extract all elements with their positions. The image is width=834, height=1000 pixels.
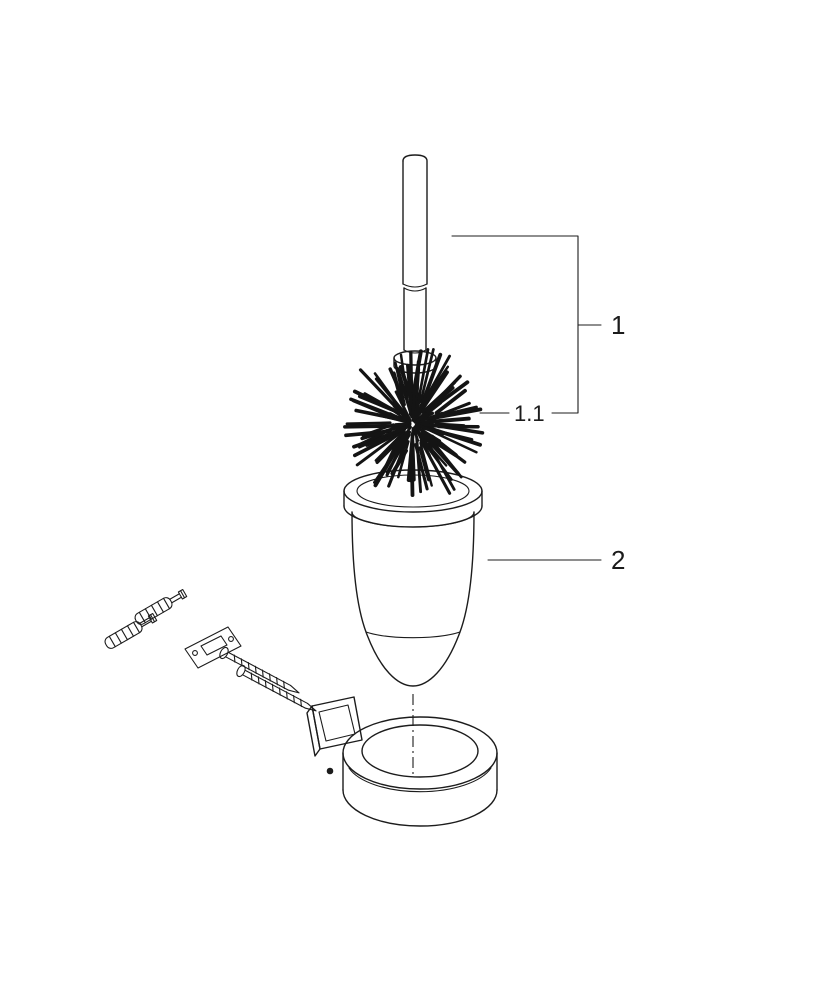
mounting-screw (236, 664, 317, 712)
callout-2-label: 2 (611, 545, 625, 575)
container-cup (343, 469, 483, 687)
brush-handle (402, 154, 428, 354)
callout-1-label: 1 (611, 310, 625, 340)
holder-ring (342, 716, 498, 827)
mounting-screw (219, 646, 300, 694)
wall-bracket (306, 696, 363, 775)
callout-1-leader (451, 235, 602, 414)
brush-bristles (343, 348, 485, 498)
wall-anchor (134, 588, 188, 625)
callout-1-1-label: 1.1 (514, 401, 545, 426)
wall-anchor (104, 612, 158, 649)
mounting-plate (184, 626, 242, 669)
